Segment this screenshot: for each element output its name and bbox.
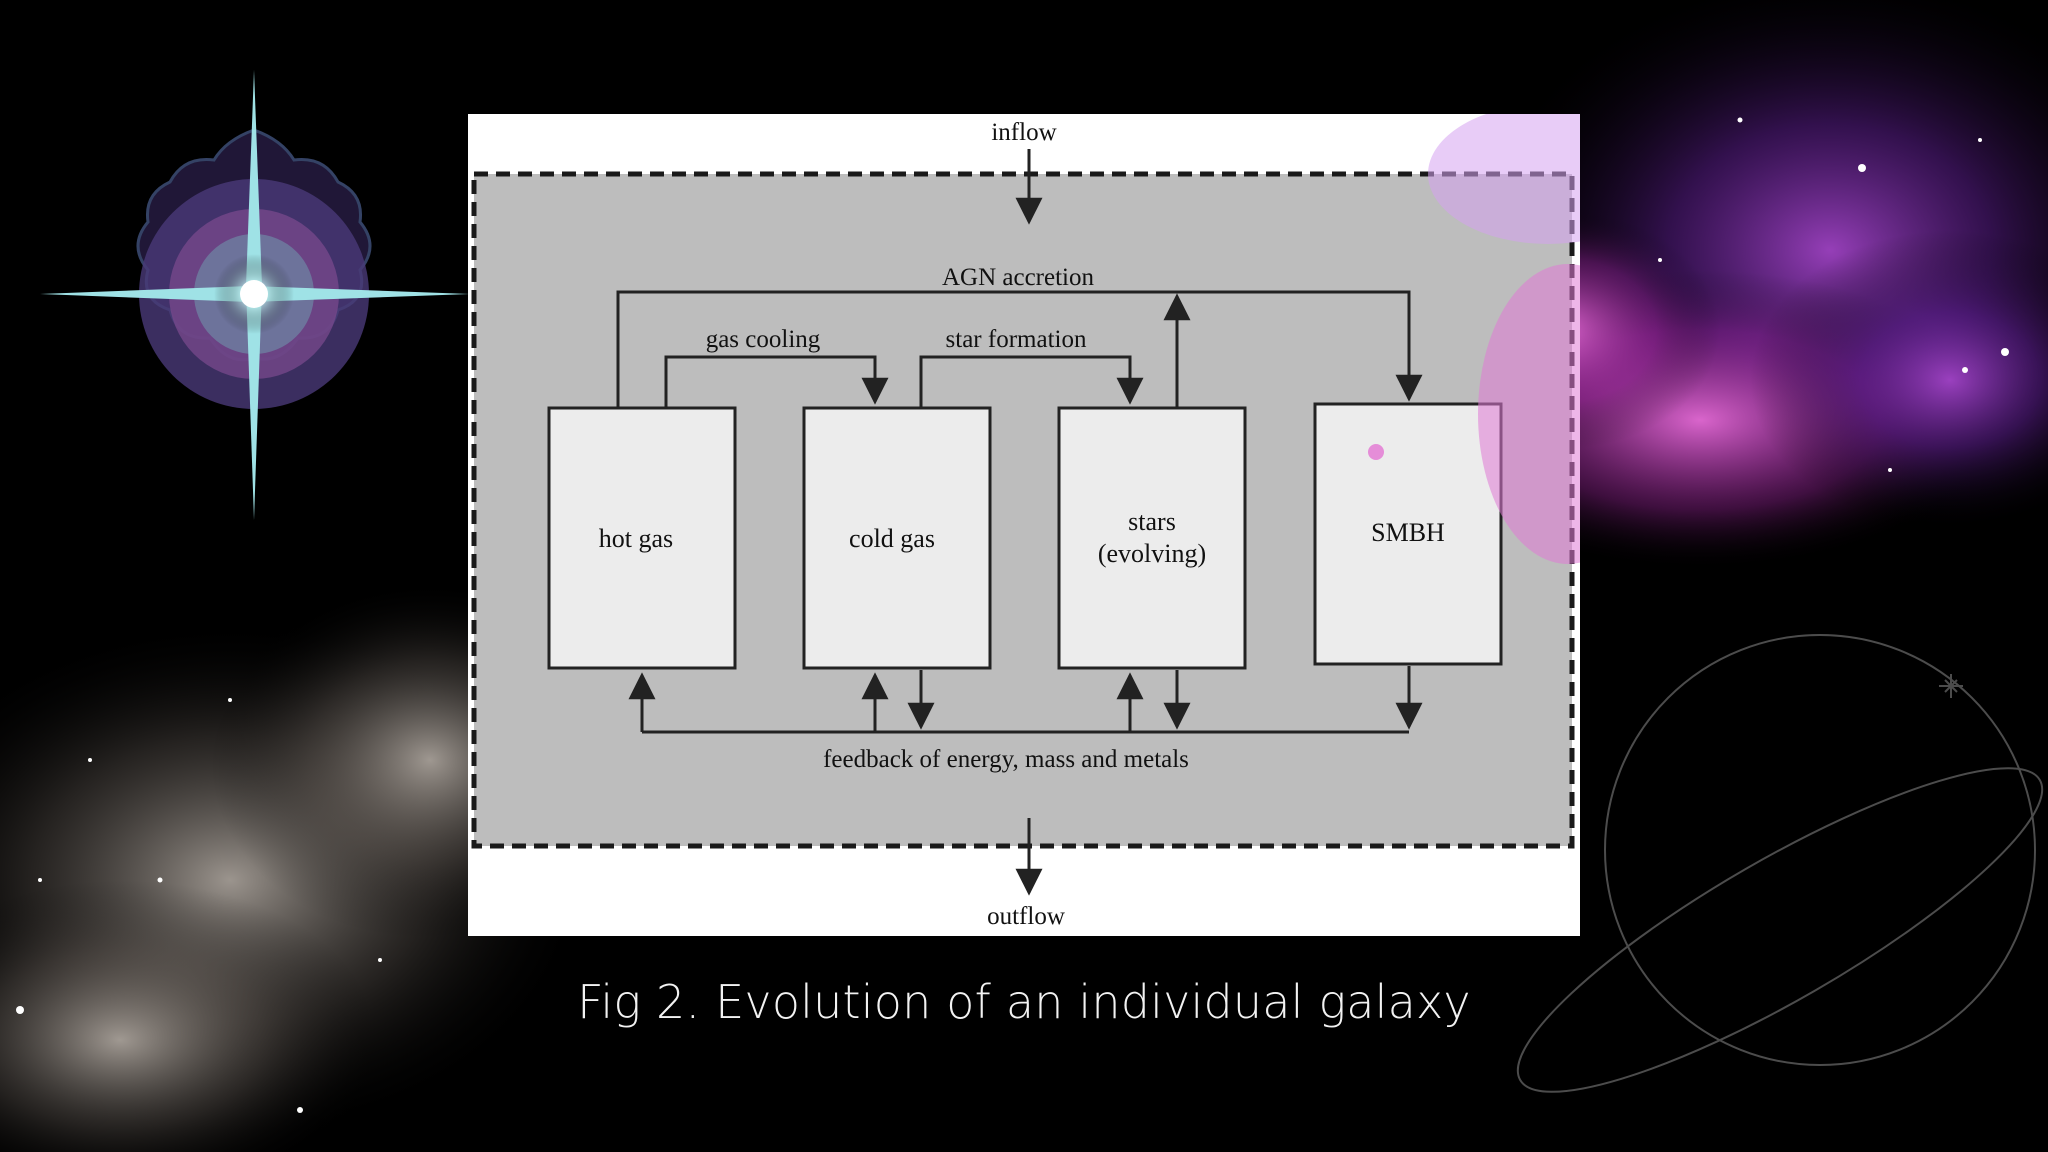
smbh-box (1313, 402, 1503, 666)
inflow-label: inflow (991, 119, 1056, 146)
cold-gas-box (802, 406, 992, 670)
sparkle-star-icon (40, 70, 470, 520)
star-formation-label: star formation (946, 326, 1087, 353)
outflow-label: outflow (987, 903, 1065, 930)
smbh-label: SMBH (1371, 518, 1445, 547)
ringed-planet-outline-icon (1516, 634, 2044, 1093)
gas-cooling-label: gas cooling (706, 326, 821, 353)
hot-gas-label: hot gas (599, 524, 673, 553)
cold-gas-label: cold gas (849, 524, 935, 553)
figure-nebula-overlay (1368, 114, 1580, 564)
agn-accretion-label: AGN accretion (942, 264, 1095, 291)
figure-caption: Fig 2. Evolution of an individual galaxy (577, 975, 1471, 1029)
agn-accretion-arrow (616, 290, 1423, 407)
feedback-label: feedback of energy, mass and metals (823, 746, 1189, 773)
galaxy-evolution-diagram: inflow AGN accretion gas cooling star fo… (471, 114, 1580, 930)
stars-label-line1: stars (1128, 507, 1176, 536)
star-formation-arrow (919, 355, 1144, 407)
gas-cooling-arrow (664, 355, 889, 407)
hot-gas-box (547, 406, 737, 670)
figure-panel: inflow AGN accretion gas cooling star fo… (468, 114, 1580, 936)
stars-box (1057, 406, 1247, 670)
stars-label-line2: (evolving) (1098, 539, 1206, 568)
